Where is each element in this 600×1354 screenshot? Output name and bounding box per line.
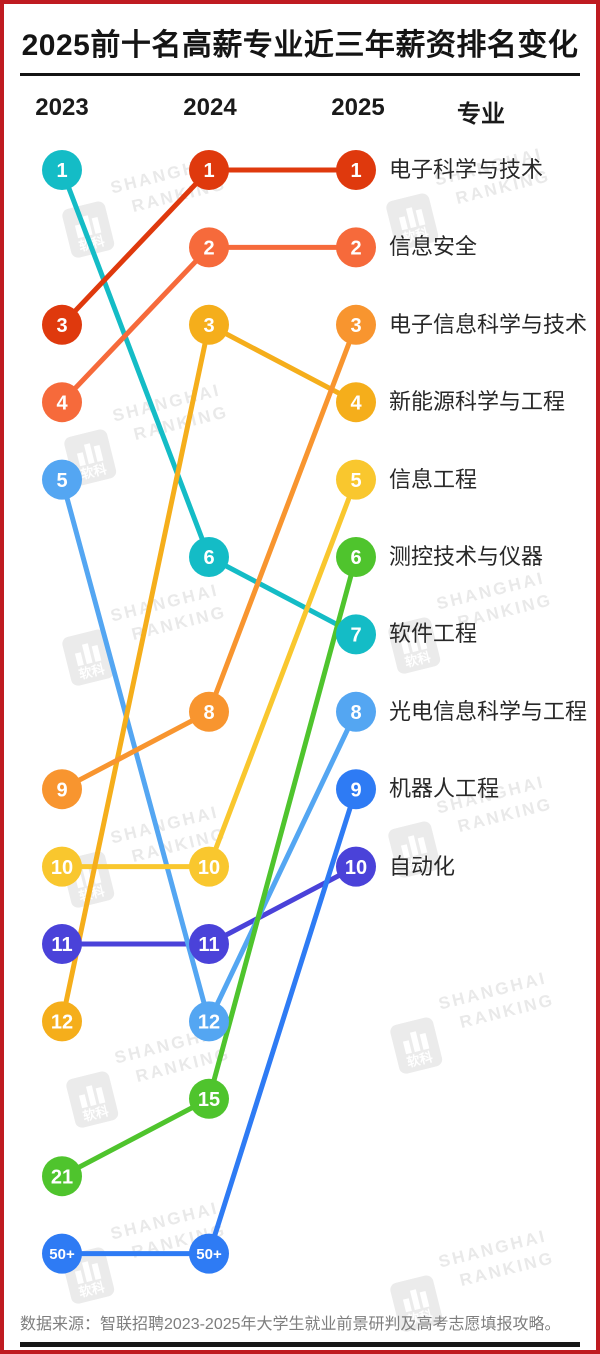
rank-node-label: 12 [198, 1012, 220, 1034]
rank-node-label: 5 [56, 470, 67, 492]
rank-node [189, 1078, 229, 1119]
data-source-note: 数据来源：智联招聘2023-2025年大学生就业前景研判及高考志愿填报攻略。 [20, 1316, 561, 1333]
rank-node-label: 3 [56, 315, 67, 337]
rank-node [42, 150, 82, 190]
major-label: 机器人工程 [389, 776, 500, 802]
rank-node-label: 11 [51, 934, 72, 956]
rank-node-label: 1 [350, 160, 361, 182]
rank-node-label: 3 [203, 315, 214, 337]
rank-node-label: 5 [350, 470, 361, 492]
rank-node [42, 1001, 82, 1042]
rank-node [336, 227, 376, 268]
rank-node [42, 459, 82, 500]
rank-node [336, 537, 376, 577]
rank-node [336, 614, 376, 655]
major-label: 自动化 [389, 853, 456, 879]
series-line [59, 321, 359, 1024]
rank-node [189, 150, 229, 190]
rank-node [42, 769, 82, 810]
page-title: 2025前十名高薪专业近三年薪资排名变化 [21, 29, 579, 62]
rank-node [42, 924, 82, 964]
major-label: 电子信息科学与技术 [389, 311, 588, 337]
rank-node [336, 769, 376, 810]
rank-node-label: 10 [345, 857, 367, 879]
rank-node-label: 6 [203, 547, 214, 569]
major-label: 软件工程 [389, 621, 478, 647]
rank-node-label: 6 [350, 547, 361, 569]
rank-node [189, 924, 229, 964]
rank-node-label: 50+ [196, 1246, 222, 1263]
rank-node-label: 9 [350, 779, 361, 801]
rank-node [336, 150, 376, 190]
rank-node-label: 8 [350, 702, 361, 724]
rank-node [189, 1233, 229, 1274]
rank-node-label: 4 [350, 392, 362, 414]
rank-node [42, 1156, 82, 1197]
col-header-2023: 2023 [35, 94, 89, 121]
rank-node [189, 846, 229, 887]
major-label: 电子科学与技术 [389, 157, 544, 182]
major-label: 测控技术与仪器 [389, 544, 544, 569]
rank-node-label: 7 [350, 625, 361, 647]
major-label: 光电信息科学与工程 [389, 698, 588, 724]
major-label: 信息安全 [389, 234, 478, 260]
rank-node-label: 11 [198, 934, 219, 956]
col-header-major: 专业 [457, 101, 505, 128]
rank-node [42, 304, 82, 345]
rank-node-label: 15 [198, 1089, 220, 1111]
rank-node [336, 459, 376, 500]
rank-node [336, 691, 376, 732]
rank-node-label: 4 [56, 392, 68, 414]
rank-node [189, 227, 229, 268]
rank-node-label: 9 [56, 779, 67, 801]
rank-node-label: 50+ [49, 1246, 75, 1263]
rank-node [189, 537, 229, 577]
major-label: 信息工程 [389, 466, 478, 492]
rank-node-label: 21 [51, 1166, 73, 1188]
rank-node-label: 10 [51, 857, 73, 879]
major-label: 新能源科学与工程 [389, 389, 566, 415]
rank-node-label: 2 [203, 238, 214, 260]
rank-node [189, 304, 229, 345]
rank-node [42, 382, 82, 423]
rank-node-label: 1 [203, 160, 214, 182]
rank-node-label: 1 [56, 160, 67, 182]
col-header-2024: 2024 [183, 94, 237, 121]
rank-node [42, 846, 82, 887]
rank-node-label: 2 [350, 238, 361, 260]
rank-node-label: 12 [51, 1012, 73, 1034]
rank-node [42, 1233, 82, 1274]
rank-node [336, 846, 376, 887]
rank-node [336, 304, 376, 345]
rank-node-label: 3 [350, 315, 361, 337]
rank-node [336, 382, 376, 423]
rank-node [189, 1001, 229, 1042]
rank-node-label: 8 [203, 702, 214, 724]
footer-divider [20, 1342, 580, 1347]
rank-node-label: 10 [198, 857, 220, 879]
col-header-2025: 2025 [331, 94, 385, 121]
rank-node [189, 691, 229, 732]
title-divider [20, 73, 580, 76]
